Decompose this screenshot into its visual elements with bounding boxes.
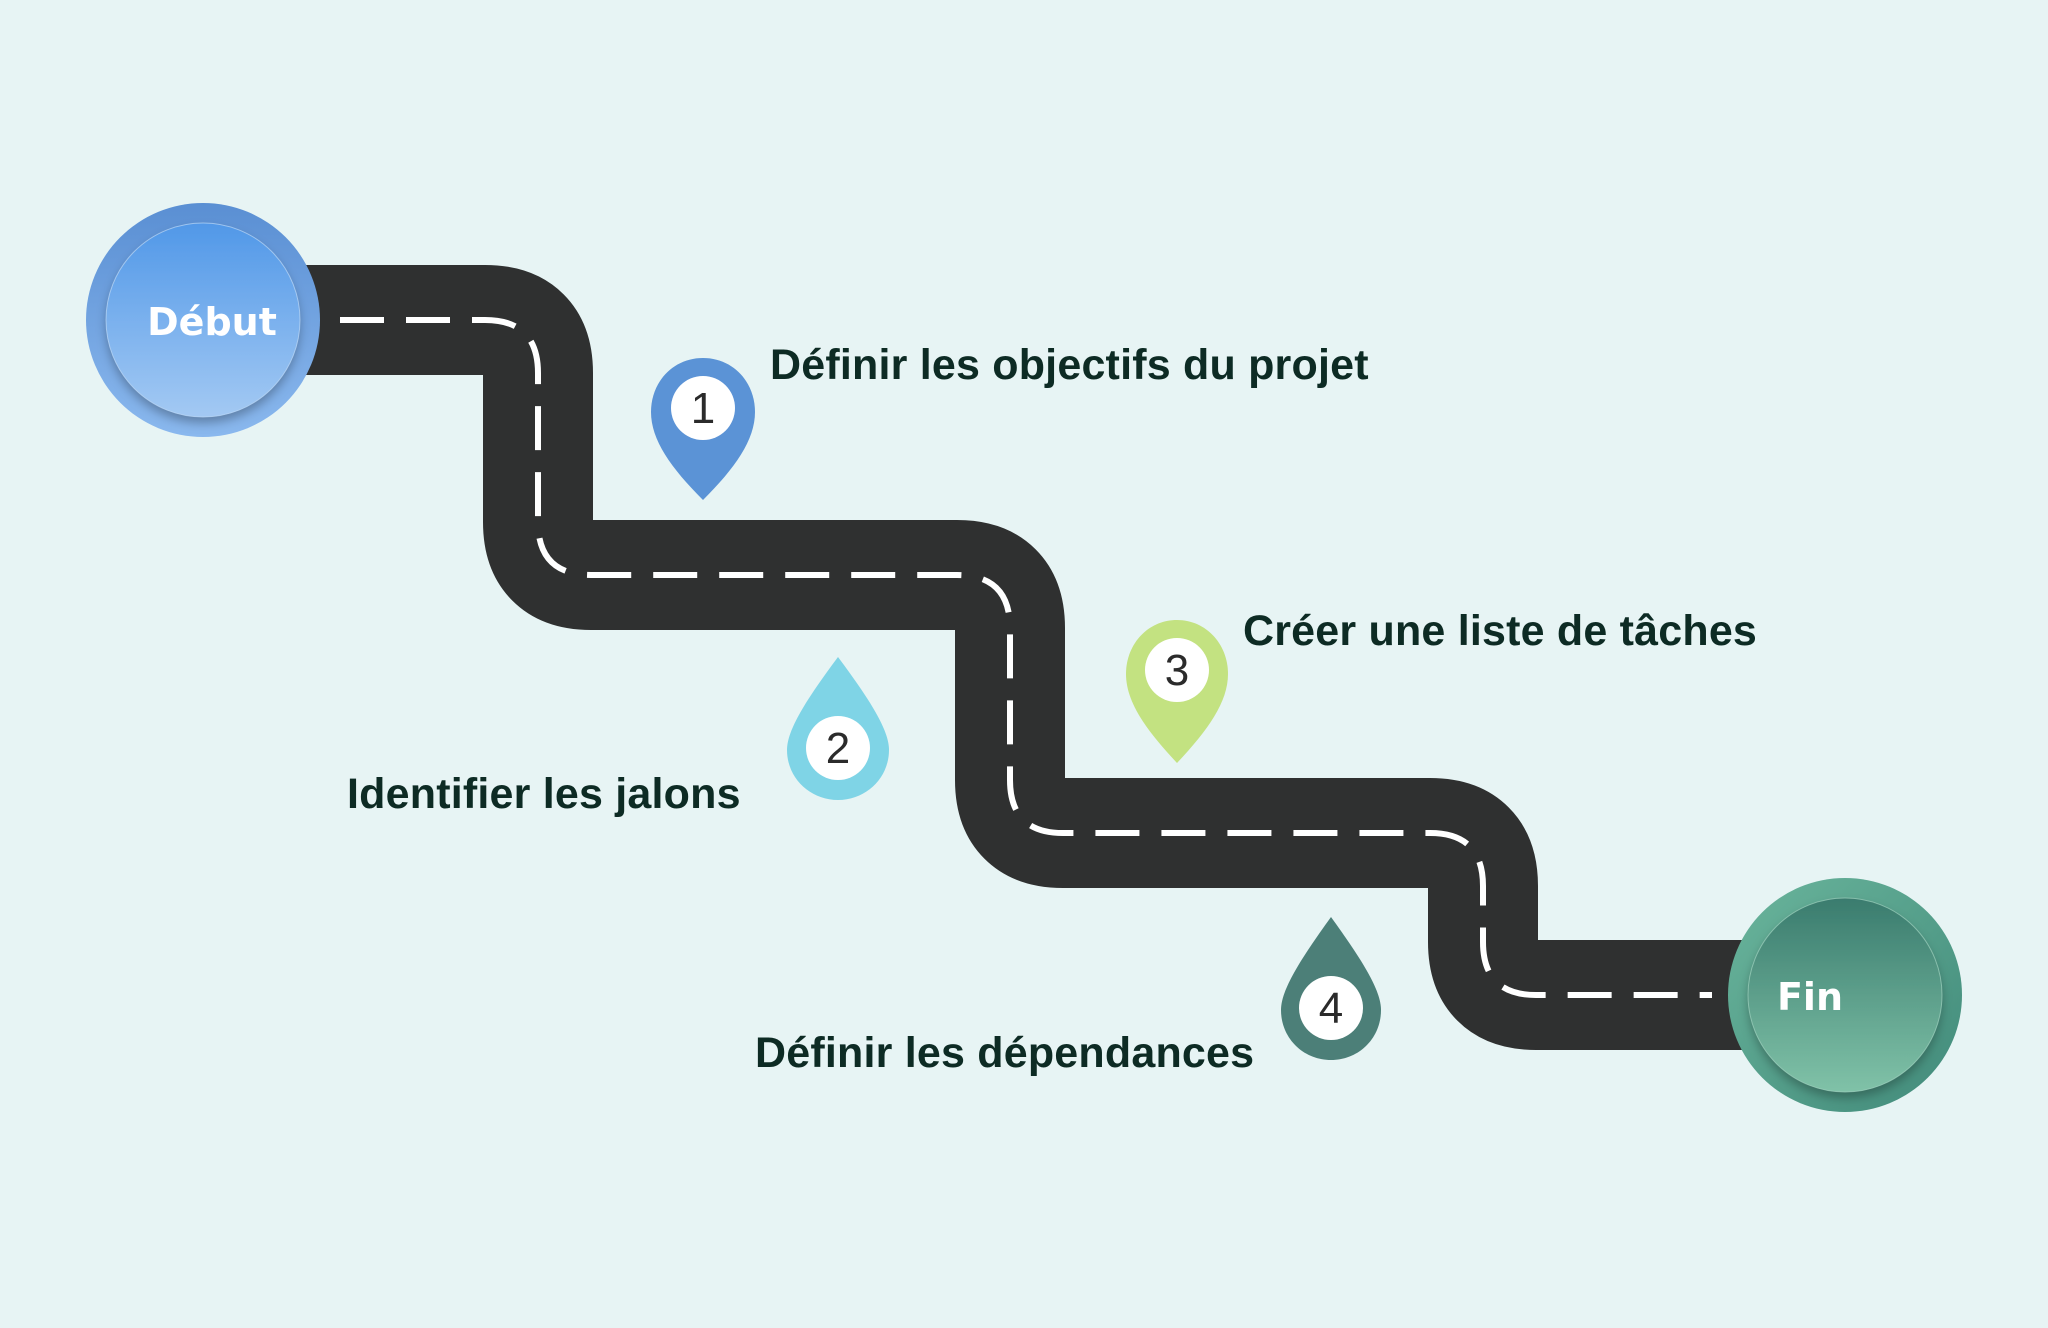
road (300, 265, 1800, 1050)
step-2-drop-icon (787, 657, 889, 800)
step-1-label: Définir les objectifs du projet (770, 341, 1369, 389)
step-4-drop-icon (1281, 917, 1381, 1060)
step-4-number: 4 (1318, 984, 1344, 1033)
step-1-pin-icon (651, 358, 755, 500)
step-1-number: 1 (690, 384, 716, 433)
end-node (1728, 878, 1962, 1112)
step-3-label: Créer une liste de tâches (1243, 607, 1758, 655)
end-label: Fin (1776, 975, 1844, 1019)
step-4-label: Définir les dépendances (755, 1029, 1255, 1077)
road-center-dashes (340, 317, 1712, 998)
start-node (86, 203, 320, 437)
step-2-label: Identifier les jalons (347, 770, 741, 818)
step-2-number: 2 (825, 724, 851, 773)
start-label: Début (147, 300, 277, 344)
step-3-pin-icon (1126, 620, 1228, 763)
step-3-number: 3 (1164, 646, 1190, 695)
